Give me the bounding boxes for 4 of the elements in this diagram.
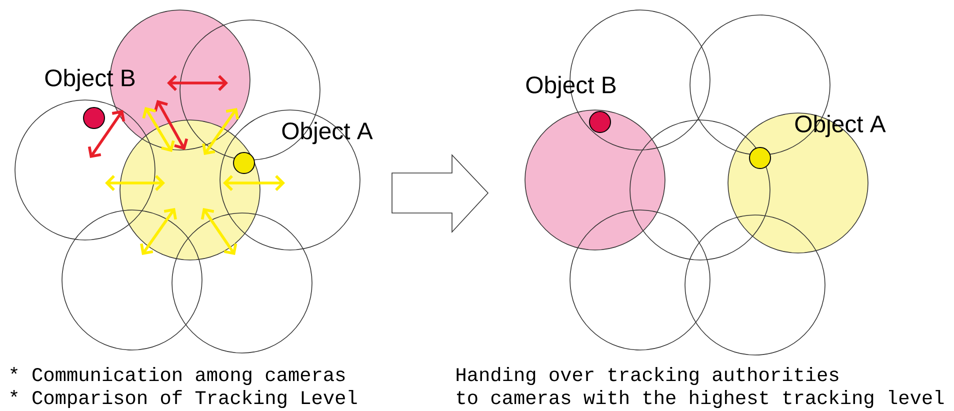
caption-text: Handing over tracking authorities bbox=[456, 366, 838, 386]
caption-text: * Comparison of Tracking Level bbox=[10, 390, 357, 408]
caption-text: to cameras with the highest tracking level bbox=[457, 390, 944, 408]
caption-text: * Communication among cameras bbox=[10, 366, 345, 386]
